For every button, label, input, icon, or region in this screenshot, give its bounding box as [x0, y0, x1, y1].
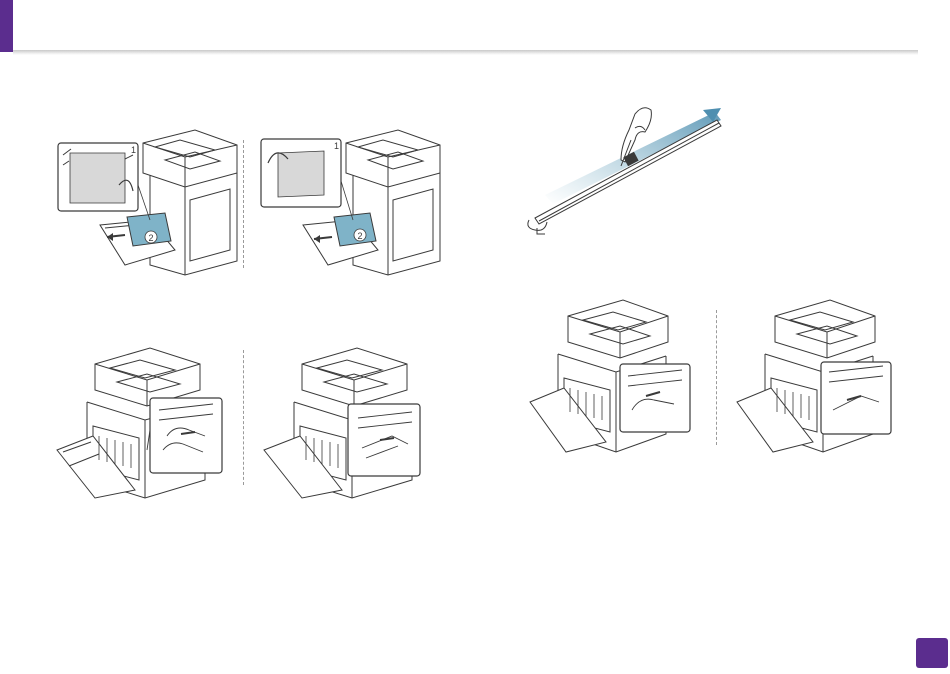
chapter-accent-tab	[0, 0, 13, 52]
zoom-inset	[150, 398, 222, 473]
illustration-remove-waste-container-b: 2 1	[258, 125, 443, 275]
callout-2: 2	[357, 231, 362, 241]
illustration-cleaning-rod	[525, 100, 730, 240]
figure-divider	[716, 310, 717, 445]
illustration-open-front-door-a	[55, 340, 240, 500]
illustration-remove-waste-container-a: 2 1	[55, 125, 240, 275]
figure-divider	[243, 140, 244, 268]
callout-1: 1	[334, 141, 339, 151]
illustration-clean-charger-a	[528, 292, 713, 457]
callout-1: 1	[131, 145, 136, 155]
figure-divider	[243, 350, 244, 485]
callout-2: 2	[148, 233, 153, 243]
header-rule	[13, 50, 918, 55]
illustration-open-front-door-b	[262, 340, 447, 500]
illustration-clean-charger-b	[735, 292, 920, 457]
page-number-badge	[916, 638, 948, 668]
